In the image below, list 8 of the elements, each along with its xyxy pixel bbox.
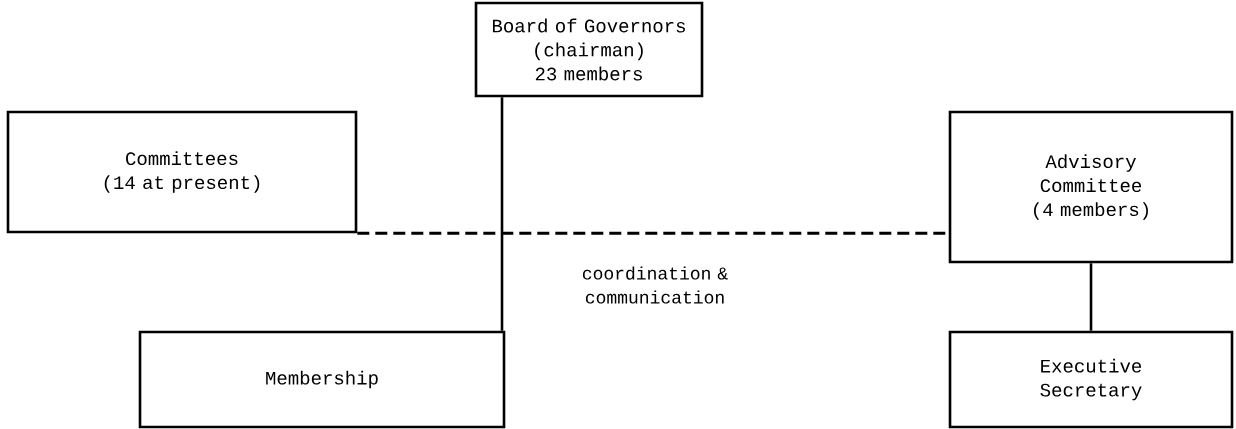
org-box: Executive Secretary <box>948 330 1234 429</box>
org-box: Membership <box>138 330 506 429</box>
connector-line <box>500 97 504 331</box>
org-box: Advisory Committee (4 members) <box>948 110 1234 264</box>
org-box: Committees (14 at present) <box>6 110 358 234</box>
org-box: Board of Governors (chairman) 23 members <box>474 1 704 98</box>
connector-line <box>1089 263 1093 331</box>
edge-label: coordination & communication <box>582 266 728 304</box>
